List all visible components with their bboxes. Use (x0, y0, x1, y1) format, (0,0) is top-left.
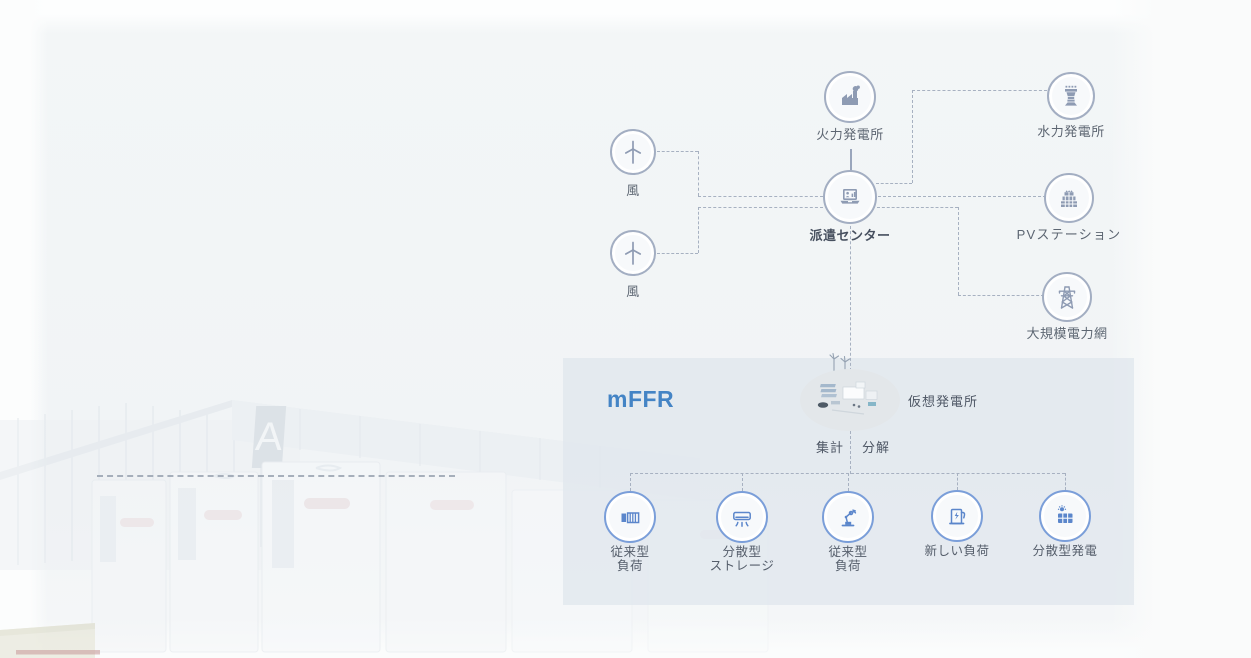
node-pv-station: PVステーション (1007, 173, 1131, 242)
connector-dispatch-hydro-c (912, 90, 1047, 91)
node-thermal-plant: 火力発電所 (788, 71, 912, 142)
connector-wind2-b (698, 207, 699, 253)
solar-panel-icon (1039, 490, 1091, 542)
connector-wind1-a (657, 151, 698, 152)
node-label: 新しい負荷 (924, 544, 990, 558)
node-label-line2: 負荷 (834, 558, 861, 573)
connector-drop-storage (742, 473, 743, 491)
connector-wind1-b (698, 151, 699, 196)
node-wind-2: 風 (571, 230, 695, 299)
node-label: 水力発電所 (1037, 124, 1105, 139)
vpp-disaggregate-label: 分解 (862, 440, 891, 455)
connector-thermal-dispatch (850, 149, 852, 172)
node-conventional-load-2: 従来型 負荷 (786, 491, 910, 573)
node-dispatch-center: 派遣センター (788, 170, 912, 243)
connector-storage-to-panel (97, 475, 455, 477)
connector-drop-load1 (630, 473, 631, 491)
node-label: PVステーション (1016, 227, 1122, 242)
connector-drop-newload (957, 473, 958, 490)
node-new-load: 新しい負荷 (895, 490, 1019, 559)
connector-bottom-bus (630, 473, 1065, 474)
air-conditioner-icon (716, 491, 768, 543)
connector-dispatch-grid-a (877, 207, 958, 208)
node-label-line2: ストレージ (709, 558, 775, 573)
node-hydro-plant: 水力発電所 (1009, 72, 1133, 139)
node-distributed-storage: 分散型 ストレージ (680, 491, 804, 573)
building-marker: A (251, 406, 287, 468)
node-label: 火力発電所 (816, 127, 884, 142)
connector-drop-load2 (848, 473, 849, 491)
node-label-line2: 負荷 (616, 558, 643, 573)
wind-turbine-icon (610, 129, 656, 175)
connector-drop-distgen (1065, 473, 1066, 490)
connector-wind2-a (657, 253, 698, 254)
pv-station-icon (1044, 173, 1094, 223)
connector-dispatch-hydro-a (876, 183, 912, 184)
connector-wind1-c (698, 196, 823, 197)
building-marker-letter: A (254, 415, 284, 459)
wind-turbine-icon (610, 230, 656, 276)
connector-dispatch-grid-c (958, 295, 1044, 296)
connector-wind2-c (698, 207, 823, 208)
ev-charger-icon (931, 490, 983, 542)
node-power-grid: 大規模電力網 (1005, 272, 1129, 341)
mffr-label: mFFR (607, 386, 675, 412)
connector-dispatch-pv (878, 196, 1046, 197)
connector-vpp-bus (850, 431, 851, 474)
node-label: 風 (626, 183, 640, 198)
node-conventional-load-1: 従来型 負荷 (568, 491, 692, 573)
transmission-tower-icon (1042, 272, 1092, 322)
connector-dispatch-vpp (850, 226, 851, 371)
robot-arm-icon (822, 491, 874, 543)
battery-storage-photo-watermark: A (0, 400, 769, 658)
vpp-aggregate-label: 集計 (815, 440, 844, 455)
node-label: 風 (626, 284, 640, 299)
node-label-line1: 従来型 (828, 545, 868, 559)
node-label: 大規模電力網 (1026, 326, 1108, 341)
battery-container-icon (604, 491, 656, 543)
node-distributed-generation: 分散型発電 (1003, 490, 1127, 559)
node-wind-1: 風 (571, 129, 695, 198)
node-label-line1: 従来型 (610, 545, 650, 559)
connector-dispatch-grid-b (958, 207, 959, 295)
node-label: 派遣センター (809, 228, 891, 243)
virtual-power-plant-illustration (800, 352, 900, 431)
node-label-line1: 分散型 (722, 545, 762, 559)
node-label: 分散型発電 (1032, 544, 1098, 558)
vpp-label: 仮想発電所 (908, 394, 979, 409)
hydro-plant-icon (1047, 72, 1095, 120)
dispatch-center-icon (823, 170, 877, 224)
connector-dispatch-hydro-b (912, 90, 913, 183)
thermal-plant-icon (824, 71, 876, 123)
